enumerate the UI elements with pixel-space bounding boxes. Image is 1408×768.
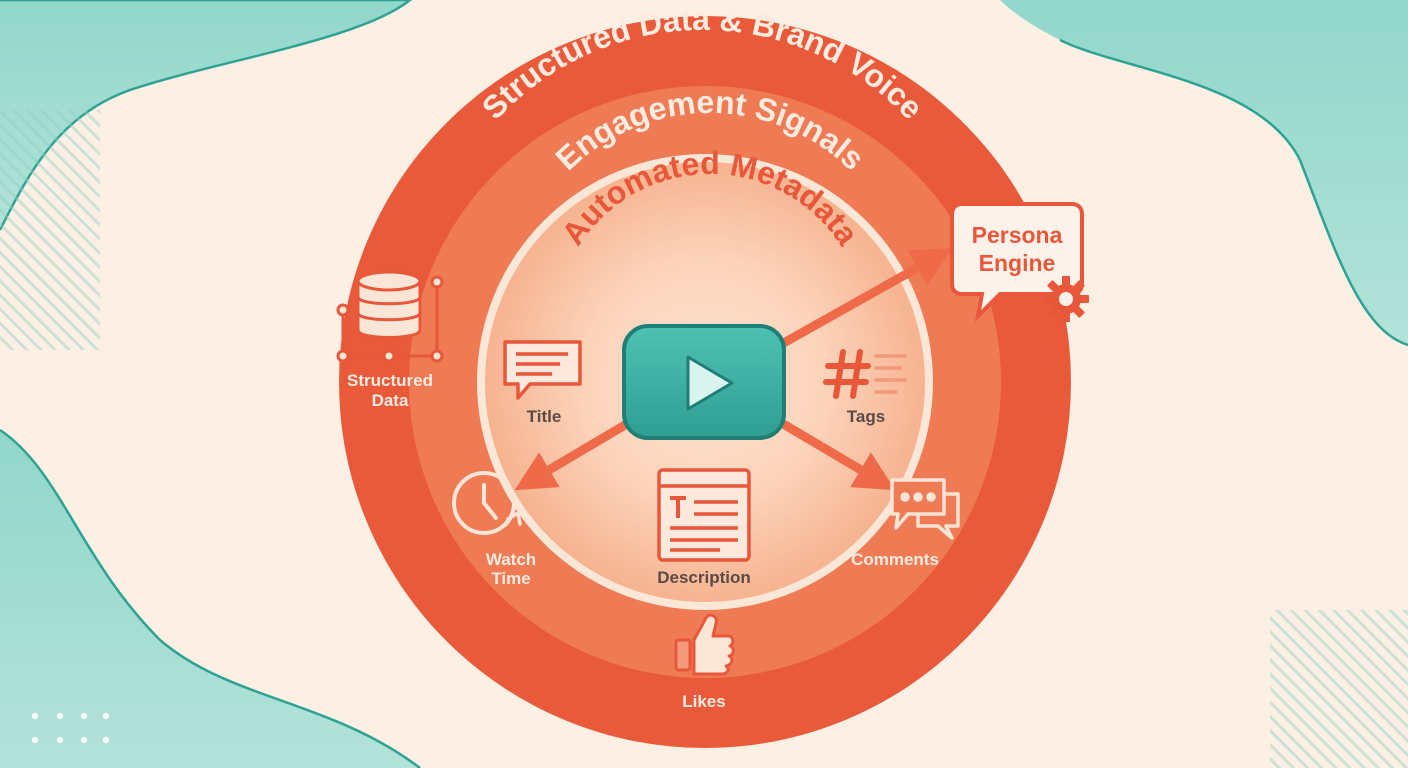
hashtag-icon (823, 349, 871, 399)
persona-label-line2: Engine (979, 250, 1056, 276)
chat-bubbles-icon (890, 478, 960, 540)
title-card-icon (503, 340, 582, 400)
description-label: Description (657, 568, 751, 587)
gear-icon (1043, 276, 1089, 322)
structured-data-label-line2: Data (372, 391, 409, 410)
comments-label: Comments (851, 550, 939, 569)
likes-label: Likes (682, 692, 725, 711)
persona-label-line1: Persona (972, 222, 1063, 248)
arrows (514, 248, 953, 491)
document-icon (657, 468, 751, 562)
arrow-to-persona (775, 248, 953, 350)
database-icon (336, 270, 444, 363)
arrow-to-watch-time (514, 420, 630, 491)
thumbs-up-icon (674, 613, 735, 676)
watch-time-label-line2: Time (491, 569, 530, 588)
tag-lines-icon (874, 354, 907, 394)
tags-label: Tags (847, 407, 885, 426)
watch-time-label-line1: Watch (486, 550, 536, 569)
structured-data-label-line1: Structured (347, 371, 433, 390)
clock-icon (452, 471, 522, 535)
dots-decor (31, 712, 110, 744)
title-label: Title (527, 407, 562, 426)
persona-engine-callout: Persona Engine (950, 202, 1089, 322)
play-video-icon (622, 324, 786, 440)
arrow-to-comments (780, 420, 896, 491)
